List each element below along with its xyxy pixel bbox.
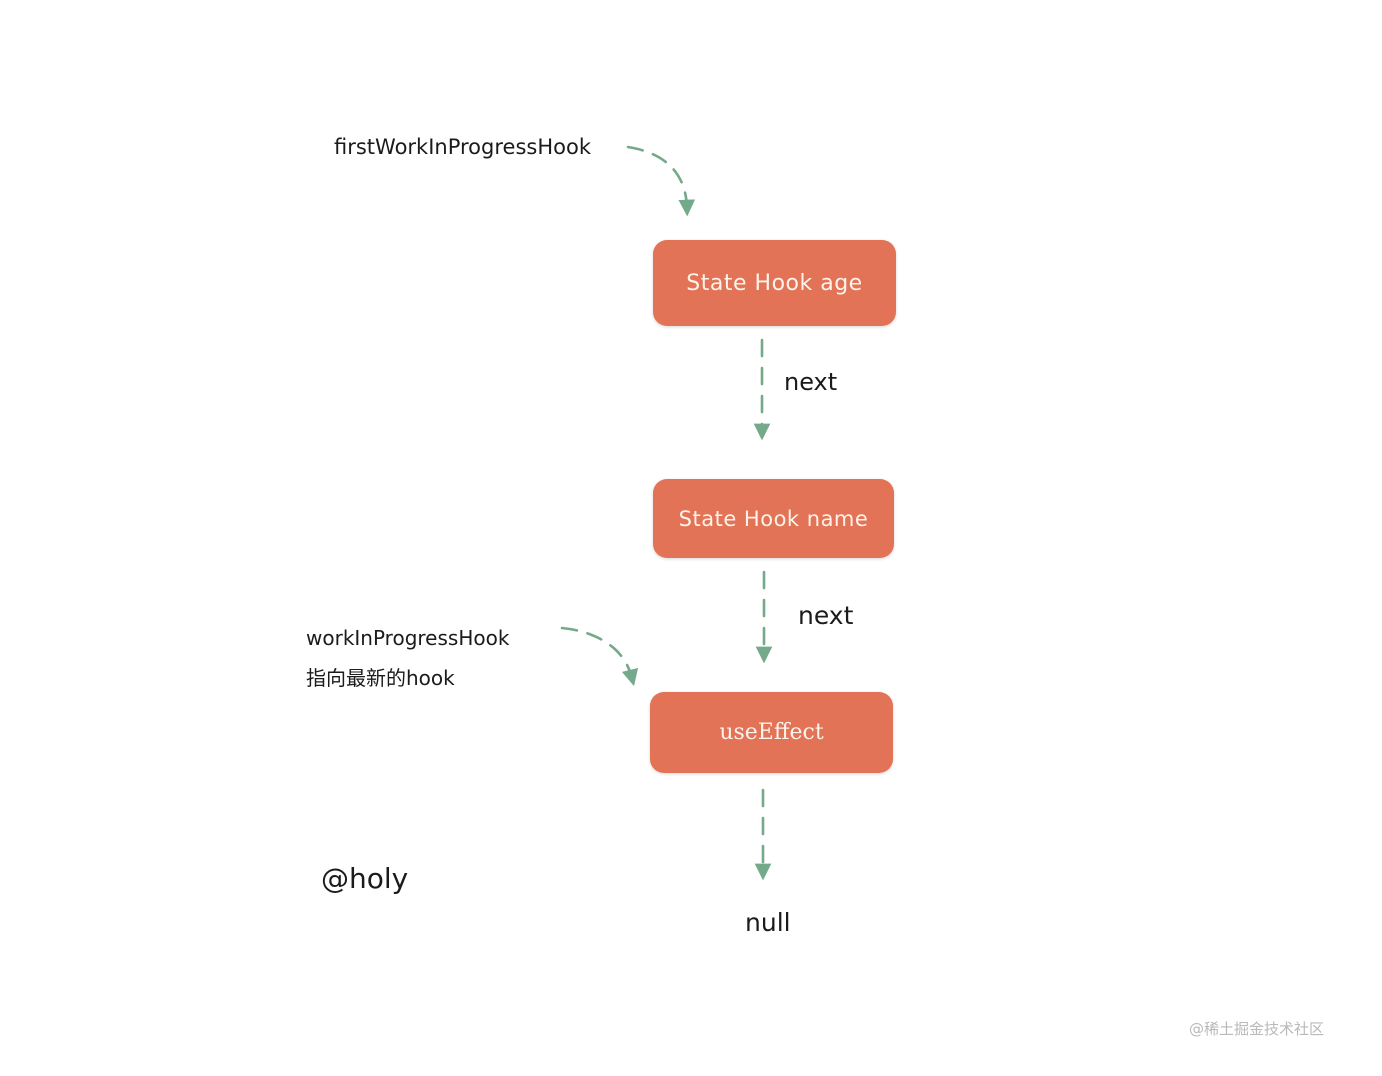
- pointer-label-wip-hook-line1: workInProgressHook: [306, 626, 510, 650]
- pointer-label-wip-hook: workInProgressHook 指向最新的hook: [306, 618, 606, 698]
- node-use-effect[interactable]: useEffect: [650, 692, 893, 773]
- node-state-hook-name[interactable]: State Hook name: [653, 479, 894, 558]
- watermark: @稀土掘金技术社区: [1189, 1020, 1325, 1038]
- arrow-first-wip-hook: [626, 145, 696, 217]
- pointer-label-first-wip-hook: firstWorkInProgressHook: [334, 135, 591, 159]
- node-state-hook-age[interactable]: State Hook age: [653, 240, 896, 326]
- node-label: useEffect: [719, 720, 824, 745]
- edge-label-next-2: next: [798, 601, 854, 630]
- terminal-label-null: null: [745, 908, 791, 937]
- node-label: State Hook name: [678, 506, 869, 531]
- author-signature: @holy: [321, 862, 409, 895]
- pointer-label-wip-hook-line2: 指向最新的hook: [306, 666, 455, 690]
- edge-label-next-1: next: [784, 368, 838, 396]
- node-label: State Hook age: [686, 270, 863, 296]
